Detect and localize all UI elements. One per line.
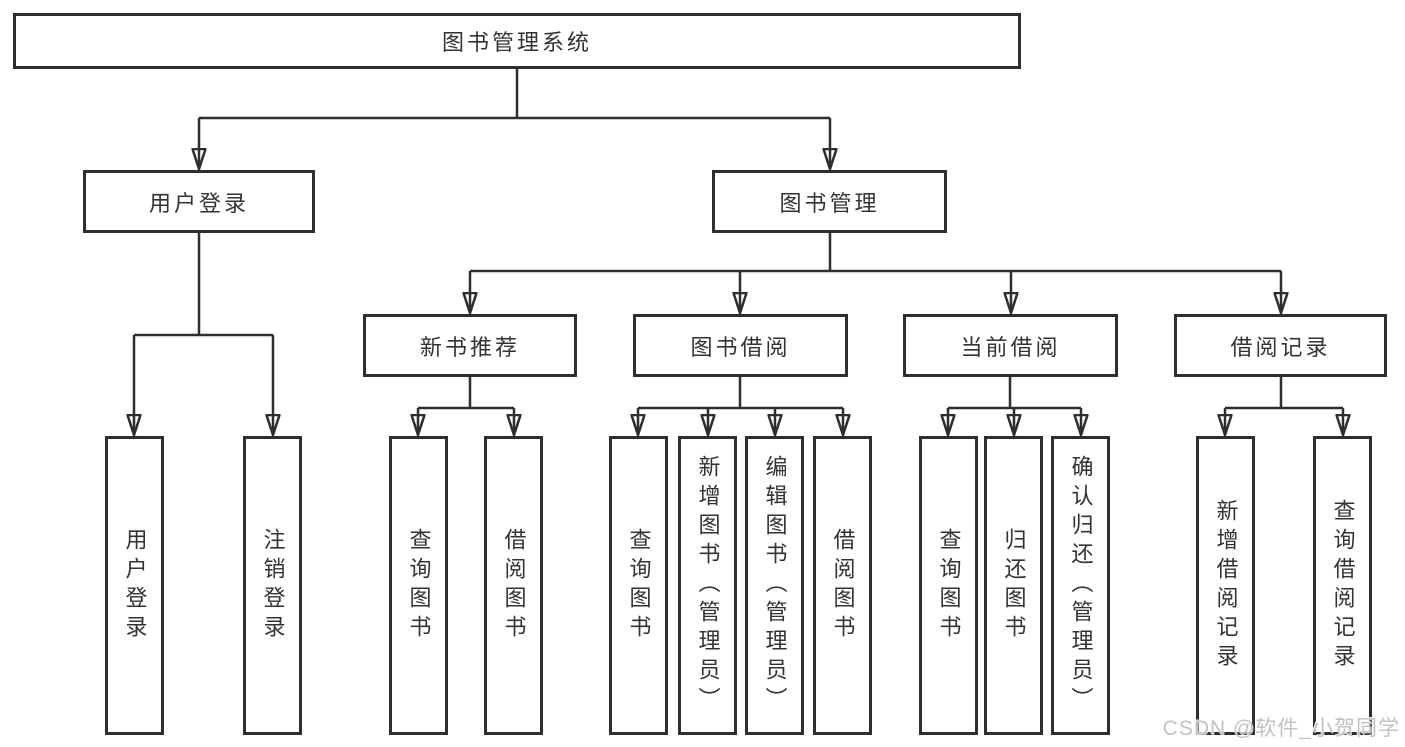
leaf-edit-book-admin: 编辑图书（管理员）	[745, 436, 804, 735]
leaf-borrow-book-1-label: 借阅图书	[501, 527, 527, 644]
leaf-add-borrow-record: 新增借阅记录	[1196, 436, 1255, 735]
leaf-logout: 注销登录	[243, 436, 302, 735]
leaf-confirm-return-admin: 确认归还（管理员）	[1051, 436, 1110, 735]
leaf-borrow-book-2: 借阅图书	[813, 436, 872, 735]
node-new-book-recommend: 新书推荐	[363, 314, 577, 377]
node-library-management-system: 图书管理系统	[13, 13, 1021, 69]
leaf-edit-book-admin-label: 编辑图书（管理员）	[762, 455, 788, 716]
node-book-borrowing: 图书借阅	[633, 314, 848, 377]
node-current-borrowing: 当前借阅	[903, 314, 1118, 377]
leaf-confirm-return-admin-label: 确认归还（管理员）	[1068, 455, 1094, 716]
node-new-book-recommend-label: 新书推荐	[419, 334, 520, 360]
node-book-borrowing-label: 图书借阅	[690, 334, 791, 360]
node-book-management: 图书管理	[712, 170, 947, 233]
leaf-return-book-label: 归还图书	[1001, 527, 1027, 644]
leaf-query-book-2: 查询图书	[609, 436, 668, 735]
leaf-query-borrow-record: 查询借阅记录	[1313, 436, 1372, 735]
leaf-user-login: 用户登录	[105, 436, 164, 735]
leaf-logout-label: 注销登录	[260, 527, 286, 644]
leaf-query-borrow-record-label: 查询借阅记录	[1330, 498, 1356, 673]
leaf-add-borrow-record-label: 新增借阅记录	[1213, 498, 1239, 673]
leaf-query-book-2-label: 查询图书	[626, 527, 652, 644]
leaf-query-book-1: 查询图书	[389, 436, 448, 735]
leaf-borrow-book-2-label: 借阅图书	[830, 527, 856, 644]
node-user-login: 用户登录	[83, 170, 315, 233]
leaf-user-login-label: 用户登录	[122, 527, 148, 644]
node-borrowing-records: 借阅记录	[1174, 314, 1387, 377]
node-user-login-label: 用户登录	[148, 190, 249, 216]
leaf-return-book: 归还图书	[984, 436, 1043, 735]
node-borrowing-records-label: 借阅记录	[1230, 334, 1331, 360]
leaf-borrow-book-1: 借阅图书	[484, 436, 543, 735]
leaf-add-book-admin-label: 新增图书（管理员）	[695, 455, 721, 716]
watermark: CSDN @软件_小贺同学	[1162, 717, 1400, 740]
leaf-add-book-admin: 新增图书（管理员）	[678, 436, 737, 735]
node-current-borrowing-label: 当前借阅	[960, 334, 1061, 360]
node-book-management-label: 图书管理	[779, 190, 880, 216]
leaf-query-book-3-label: 查询图书	[936, 527, 962, 644]
node-library-management-system-label: 图书管理系统	[441, 30, 592, 55]
leaf-query-book-3: 查询图书	[919, 436, 978, 735]
leaf-query-book-1-label: 查询图书	[406, 527, 432, 644]
